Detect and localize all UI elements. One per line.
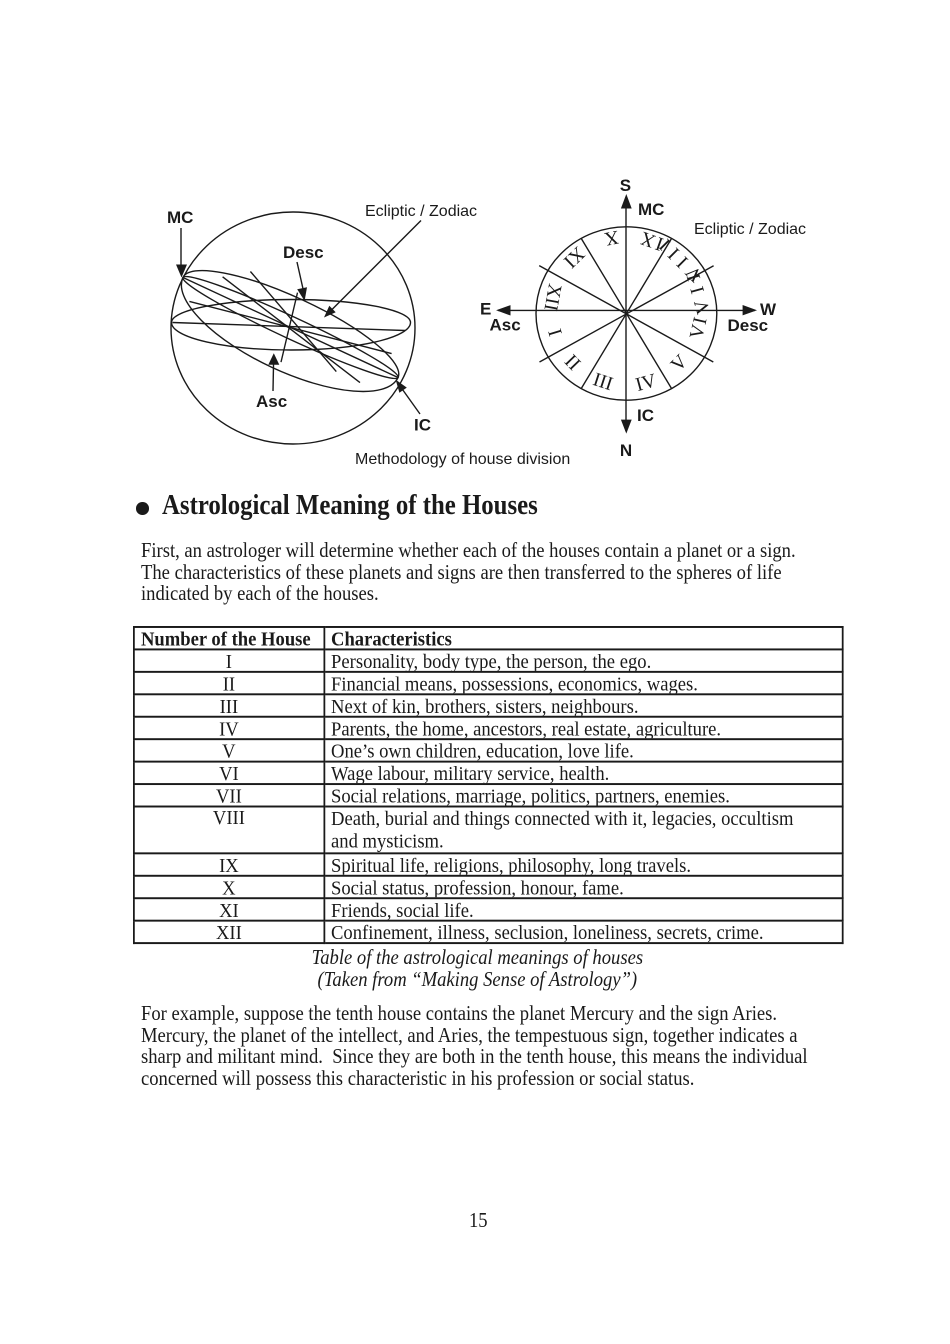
svg-text:X: X xyxy=(603,226,621,249)
svg-text:IX: IX xyxy=(636,226,666,254)
svg-text:IC: IC xyxy=(637,406,654,425)
svg-text:VI: VI xyxy=(686,314,712,341)
svg-text:V: V xyxy=(667,351,692,376)
svg-text:III: III xyxy=(590,369,615,395)
svg-text:N: N xyxy=(620,441,632,460)
svg-text:IC: IC xyxy=(414,416,431,435)
svg-text:XI: XI xyxy=(559,242,588,271)
svg-text:Desc: Desc xyxy=(728,316,769,335)
svg-text:II: II xyxy=(560,351,584,375)
svg-text:E: E xyxy=(480,300,491,319)
svg-text:W: W xyxy=(760,300,777,319)
svg-text:I: I xyxy=(543,327,565,339)
svg-text:Ecliptic / Zodiac: Ecliptic / Zodiac xyxy=(365,203,477,220)
svg-text:Methodology of house division: Methodology of house division xyxy=(355,451,570,468)
svg-text:MC: MC xyxy=(167,208,193,227)
svg-text:Asc: Asc xyxy=(490,316,521,335)
svg-text:Asc: Asc xyxy=(256,392,287,411)
svg-text:MC: MC xyxy=(638,200,664,219)
svg-text:IV: IV xyxy=(633,370,658,396)
svg-text:Desc: Desc xyxy=(283,243,324,262)
svg-text:XII: XII xyxy=(539,282,565,312)
svg-text:Ecliptic / Zodiac: Ecliptic / Zodiac xyxy=(694,221,806,238)
svg-text:S: S xyxy=(620,176,631,195)
